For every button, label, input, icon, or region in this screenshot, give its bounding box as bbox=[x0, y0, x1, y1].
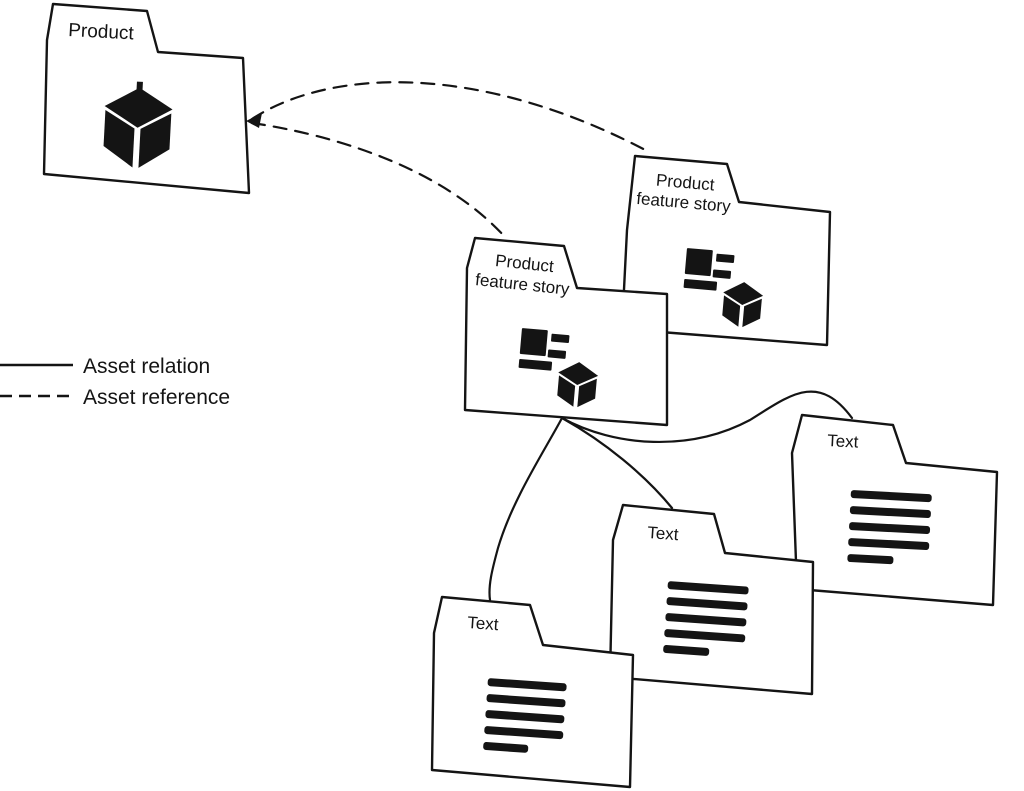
folder-shape bbox=[608, 503, 815, 696]
folder-story-mid: Product feature story bbox=[463, 236, 669, 427]
cube-icon bbox=[103, 81, 173, 168]
folder-story-top: Product feature story bbox=[620, 154, 832, 347]
story-cube-icon bbox=[683, 248, 764, 328]
text-lines-icon bbox=[847, 490, 932, 565]
asset-relation-curve-text-mid bbox=[560, 416, 674, 510]
legend-relation-label: Asset relation bbox=[83, 355, 210, 378]
asset-reference-curves bbox=[246, 81, 653, 239]
asset-relation-curve-text-right bbox=[560, 390, 854, 444]
legend: Asset relation Asset reference bbox=[0, 355, 230, 409]
folder-label: Product bbox=[68, 20, 135, 44]
folder-shape bbox=[620, 154, 832, 347]
text-lines-icon bbox=[663, 581, 749, 656]
folder-text-mid: Text bbox=[608, 503, 815, 696]
folder-product: Product bbox=[42, 2, 251, 195]
asset-reference-curve-story-top bbox=[250, 81, 653, 155]
legend-reference-label: Asset reference bbox=[83, 386, 230, 409]
folder-text-left: Text bbox=[430, 595, 635, 789]
asset-relation-curve-text-left bbox=[488, 416, 564, 602]
folder-label: Text bbox=[647, 523, 680, 544]
folder-label: Text bbox=[467, 613, 500, 634]
arrowhead-icon bbox=[246, 113, 262, 128]
asset-reference-curve-story-mid bbox=[250, 121, 507, 239]
folder-text-right: Text bbox=[790, 413, 999, 607]
asset-relation-curves bbox=[488, 390, 854, 602]
folder-shape bbox=[463, 236, 669, 427]
folder-label: Text bbox=[827, 431, 859, 452]
story-cube-icon bbox=[518, 328, 599, 408]
folder-shape bbox=[430, 595, 635, 789]
text-lines-icon bbox=[483, 678, 567, 753]
